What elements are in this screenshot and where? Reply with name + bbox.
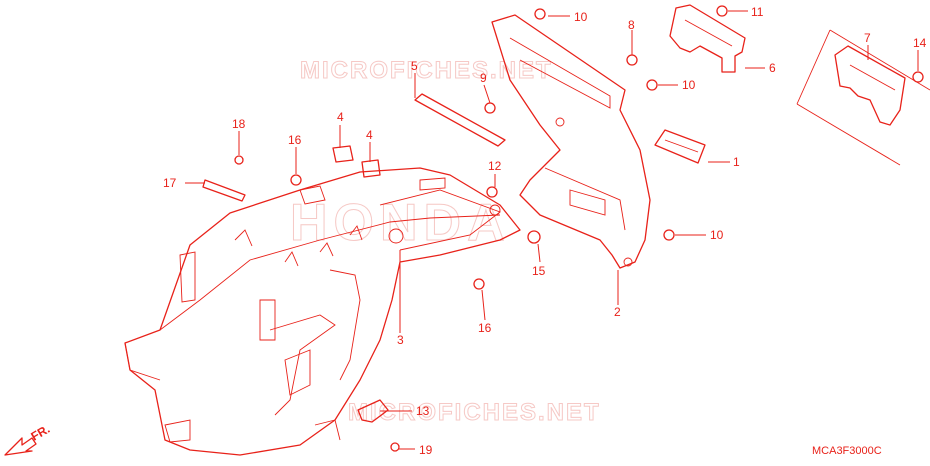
plate <box>796 29 930 166</box>
callout-9: 9 <box>480 71 487 85</box>
callout-13: 13 <box>416 404 430 418</box>
callout-10b: 10 <box>682 78 696 92</box>
front-direction-label: FR. <box>29 422 53 444</box>
callout-11: 11 <box>751 5 764 19</box>
watermark-top: MICROFICHES.NET <box>300 57 553 84</box>
front-arrow-icon <box>4 437 37 456</box>
leader-lines <box>185 10 919 450</box>
callout-4a: 4 <box>337 110 344 124</box>
callout-labels: 1 2 3 4 4 5 6 7 8 9 10 10 10 11 12 13 14… <box>163 5 927 457</box>
callout-7: 7 <box>864 31 871 45</box>
callout-15: 15 <box>532 264 546 278</box>
diagram-code: MCA3F3000C <box>812 445 882 457</box>
callout-10a: 10 <box>574 10 588 24</box>
callout-14: 14 <box>913 36 927 50</box>
callout-10c: 10 <box>710 228 724 242</box>
bracket <box>669 4 746 73</box>
callout-16b: 16 <box>478 321 492 335</box>
callout-17: 17 <box>163 176 177 190</box>
callout-16a: 16 <box>288 133 302 147</box>
fasteners <box>202 5 924 452</box>
callout-6: 6 <box>769 61 776 75</box>
inner-fender-panel <box>491 14 651 269</box>
rear-fender <box>124 167 521 456</box>
callout-18: 18 <box>232 117 246 131</box>
callout-8: 8 <box>628 18 635 32</box>
callout-19: 19 <box>419 443 433 457</box>
callout-4b: 4 <box>366 128 373 142</box>
callout-12: 12 <box>488 159 502 173</box>
callout-2: 2 <box>614 305 621 319</box>
seal-strip <box>414 93 506 147</box>
watermark-center: HONDA <box>290 194 511 252</box>
front-direction-indicator: FR. <box>4 422 53 456</box>
reflector <box>654 129 706 164</box>
callout-5: 5 <box>411 59 418 73</box>
watermark-bottom: MICROFICHES.NET <box>348 399 601 426</box>
callout-1: 1 <box>733 155 740 169</box>
callout-3: 3 <box>397 333 404 347</box>
